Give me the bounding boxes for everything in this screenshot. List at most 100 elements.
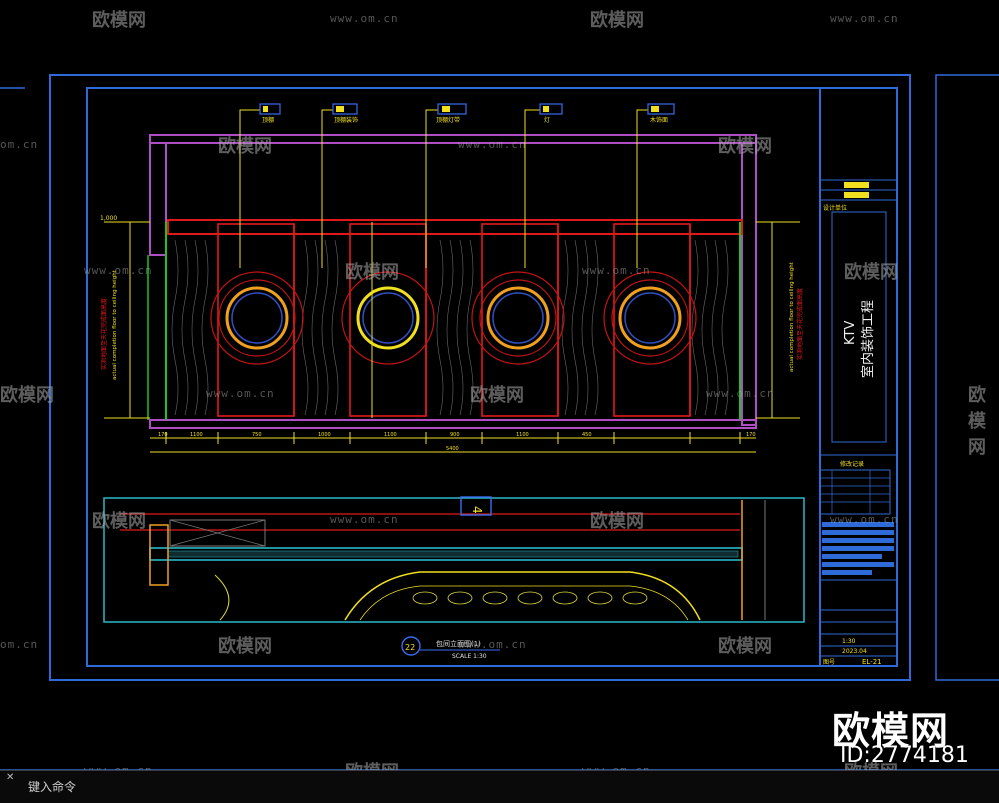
section-mark-number: 4 bbox=[470, 506, 484, 514]
watermark-logo: 欧模网 bbox=[0, 385, 54, 406]
info-bars bbox=[822, 522, 894, 575]
title-date-value: 2023.04 bbox=[842, 648, 867, 655]
command-line-bar[interactable]: ✕ 键入命令 bbox=[0, 770, 999, 803]
watermark-url: www.om.cn bbox=[830, 12, 899, 25]
watermark-logo: 欧模网 bbox=[92, 10, 146, 31]
id-watermark: ID:2774181 bbox=[840, 743, 969, 768]
bottom-dim-3: 750 bbox=[252, 432, 262, 438]
section-title: 包间立面图(1) bbox=[436, 639, 481, 648]
watermark-logo: 欧模网 bbox=[345, 262, 399, 283]
section-mark-box bbox=[460, 496, 492, 516]
label-box-fills bbox=[263, 106, 659, 112]
section-circle-number: 22 bbox=[405, 643, 415, 652]
right-dim-label-en: actual completion floor to ceiling heigh… bbox=[789, 261, 795, 372]
bottom-dim-4: 1000 bbox=[318, 432, 331, 438]
watermark-url: www.om.cn bbox=[330, 513, 399, 526]
section-view: 4 22 包间立面图(1) SCALE 1:30 bbox=[103, 496, 805, 660]
watermark-logo: 欧模网 bbox=[92, 511, 146, 532]
watermark-logo: 欧模网 bbox=[968, 385, 986, 458]
watermark-logo: 欧模网 bbox=[590, 10, 644, 31]
bottom-dim-9: 170 bbox=[746, 432, 756, 438]
section-arc-inner bbox=[359, 585, 689, 621]
watermark-logo: 欧模网 bbox=[218, 636, 272, 657]
watermark-url: www.om.cn bbox=[458, 638, 527, 651]
top-dim-left: 1,000 bbox=[100, 215, 117, 222]
porthole-3 bbox=[471, 271, 565, 365]
title-header-label: 设计单位 bbox=[823, 204, 847, 212]
revision-table bbox=[819, 469, 891, 515]
brand-watermark: 欧模网 bbox=[832, 709, 950, 753]
left-wall-hatch bbox=[149, 142, 167, 256]
section-box bbox=[169, 519, 266, 547]
section-frame bbox=[103, 497, 805, 623]
label-boxes bbox=[259, 103, 675, 115]
project-title-line1: KTV bbox=[843, 321, 858, 345]
left-dim-label-en: actual completion floor to ceiling heigh… bbox=[112, 269, 118, 380]
porthole-4 bbox=[603, 271, 697, 365]
section-circle bbox=[401, 636, 421, 656]
section-box-diag-2 bbox=[169, 519, 266, 547]
title-block: 设计单位 KTV 室内装饰工程 修改记录 1:30 bbox=[819, 179, 897, 666]
command-prompt[interactable]: 键入命令 bbox=[28, 780, 77, 794]
watermark-url: om.cn bbox=[0, 638, 39, 651]
sheet-outer-border bbox=[49, 74, 911, 681]
right-wall-hatch bbox=[741, 142, 757, 426]
revision-rows bbox=[820, 470, 890, 514]
section-scallops bbox=[412, 591, 648, 605]
ceiling-label-1: 顶棚 bbox=[262, 116, 274, 124]
bottom-dim-5: 1100 bbox=[384, 432, 397, 438]
ceiling-label-5: 木饰面 bbox=[650, 116, 668, 124]
watermark-logo: 欧模网 bbox=[718, 136, 772, 157]
watermark-logo: 欧模网 bbox=[218, 136, 272, 157]
watermark-url: www.om.cn bbox=[206, 387, 275, 400]
porthole-1 bbox=[210, 271, 304, 365]
project-title-line2: 室内装饰工程 bbox=[860, 300, 876, 378]
bottom-dim-8: 450 bbox=[582, 432, 592, 438]
watermark-url: www.om.cn bbox=[330, 12, 399, 25]
section-beam-core bbox=[167, 550, 739, 558]
section-curve-left bbox=[214, 574, 230, 621]
bottom-dim-1: 170 bbox=[158, 432, 168, 438]
watermark-url: www.om.cn bbox=[582, 264, 651, 277]
left-dimension-chain bbox=[104, 221, 150, 419]
ceiling-slab bbox=[149, 134, 757, 144]
sheet-name-label: 图号 bbox=[823, 659, 835, 666]
right-dim-label: 实测地面至天花完成面高度 bbox=[796, 288, 804, 360]
title-scale-value: 1:30 bbox=[842, 638, 856, 645]
section-wall-left bbox=[149, 524, 169, 586]
watermark-url: om.cn bbox=[0, 138, 39, 151]
leader-lines bbox=[239, 109, 648, 268]
ceiling-label-4: 灯 bbox=[544, 116, 550, 124]
watermark-logo: 欧模网 bbox=[844, 262, 898, 283]
ceiling-band bbox=[167, 219, 743, 235]
drawing-number: EL-21 bbox=[862, 658, 882, 666]
right-dimension-chain bbox=[756, 221, 800, 419]
watermark-url: www.om.cn bbox=[458, 138, 527, 151]
total-dim: 5400 bbox=[446, 446, 459, 452]
section-ceiling-line bbox=[120, 513, 740, 531]
bottom-dimension-lines bbox=[150, 437, 756, 453]
watermark-logo: 欧模网 bbox=[718, 636, 772, 657]
project-title-box bbox=[831, 211, 887, 443]
watermark-url: www.om.cn bbox=[84, 264, 153, 277]
porthole-2 bbox=[341, 271, 435, 365]
revision-label: 修改记录 bbox=[840, 460, 864, 468]
watermark-logo: 欧模网 bbox=[590, 511, 644, 532]
section-scale: SCALE 1:30 bbox=[452, 653, 487, 660]
floor-slab bbox=[149, 419, 757, 429]
ceiling-label-2: 顶棚装饰 bbox=[334, 116, 358, 124]
sheet-inner-border bbox=[86, 87, 898, 667]
elevation-view: 顶棚 顶棚装饰 顶棚灯带 灯 木饰面 1,000 实测地面至天花完成面高度 ac… bbox=[100, 103, 804, 453]
watermark-logo: 欧模网 bbox=[470, 385, 524, 406]
bottom-dim-ticks bbox=[165, 432, 741, 444]
wall-panel-frames bbox=[217, 223, 691, 417]
bottom-dim-7: 1100 bbox=[516, 432, 529, 438]
watermark-url: www.om.cn bbox=[830, 513, 899, 526]
ceiling-label-3: 顶棚灯带 bbox=[436, 116, 460, 124]
bottom-dim-6: 900 bbox=[450, 432, 460, 438]
adjacent-sheet-right bbox=[935, 74, 999, 681]
close-icon[interactable]: ✕ bbox=[6, 772, 15, 783]
section-arc bbox=[344, 571, 701, 621]
bottom-dim-2: 1100 bbox=[190, 432, 203, 438]
